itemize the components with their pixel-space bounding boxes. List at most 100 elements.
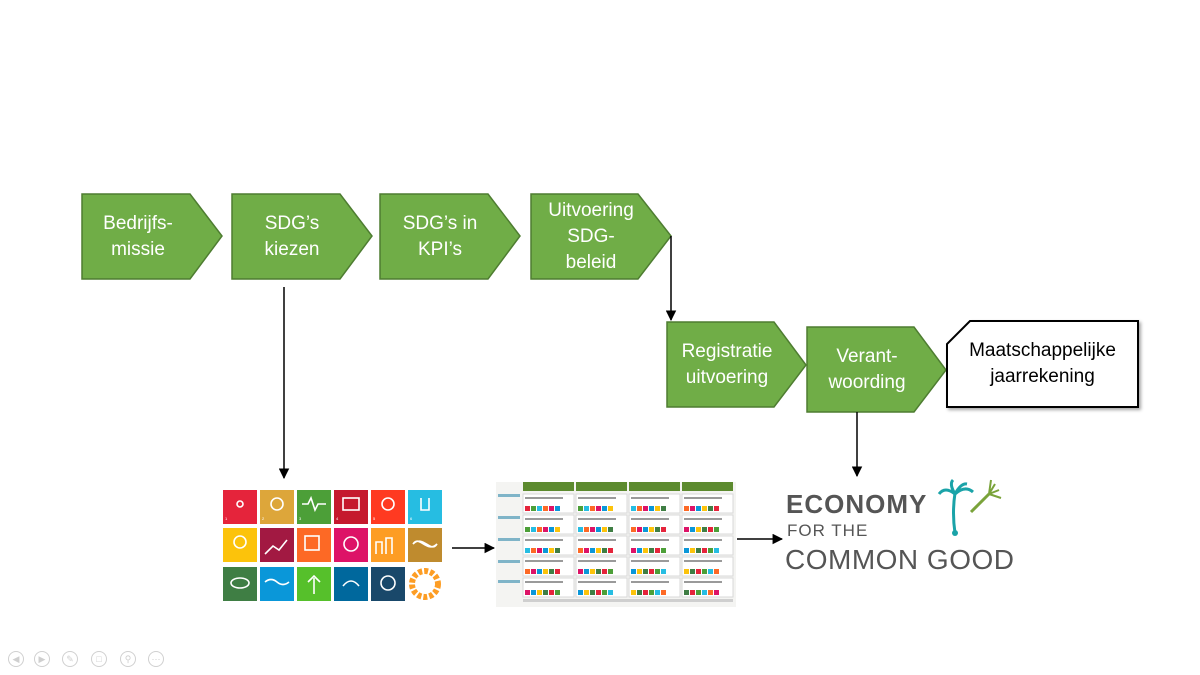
matrix-text-line (578, 497, 616, 499)
matrix-sdg-chip (708, 590, 713, 595)
matrix-sdg-chip (531, 527, 536, 532)
matrix-sdg-chip (608, 590, 613, 595)
matrix-sdg-chip (708, 569, 713, 574)
matrix-sdg-chip (584, 527, 589, 532)
matrix-sdg-chip (584, 548, 589, 553)
matrix-sdg-chip (578, 548, 583, 553)
matrix-sdg-chip (696, 590, 701, 595)
svg-text:2: 2 (262, 516, 265, 521)
palm-icon (937, 478, 974, 536)
matrix-text-line (684, 497, 722, 499)
matrix-sdg-chip (661, 527, 666, 532)
matrix-sdg-chip (578, 506, 583, 511)
step-1-shape (81, 193, 223, 280)
svg-text:4: 4 (336, 516, 339, 521)
matrix-sdg-chip (661, 506, 666, 511)
matrix-cell (628, 493, 681, 514)
step-3-shape (379, 193, 521, 280)
matrix-sdg-chip (590, 527, 595, 532)
matrix-sdg-chip (608, 527, 613, 532)
matrix-cell (681, 535, 734, 556)
prev-icon[interactable]: ◀ (8, 651, 24, 667)
matrix-cell (681, 493, 734, 514)
matrix-sdg-chip (643, 548, 648, 553)
matrix-sdg-chip (596, 569, 601, 574)
matrix-sdg-chip (708, 548, 713, 553)
matrix-sdg-chip (590, 548, 595, 553)
ecg-logo-line3: COMMON GOOD (785, 544, 1015, 575)
matrix-sdg-chip (555, 506, 560, 511)
matrix-text-line (525, 518, 563, 520)
matrix-sdg-chip (637, 548, 642, 553)
matrix-cell (575, 577, 628, 598)
copy-icon[interactable]: □ (91, 651, 107, 667)
matrix-sdg-chip (590, 506, 595, 511)
matrix-sdg-chip (537, 548, 542, 553)
matrix-cell (628, 577, 681, 598)
matrix-sdg-chip (702, 548, 707, 553)
step-6-shape (806, 326, 947, 413)
matrix-sdg-chip (649, 548, 654, 553)
matrix-cell (681, 514, 734, 535)
matrix-sdg-chip (537, 506, 542, 511)
matrix-sdg-chip (549, 506, 554, 511)
matrix-sdg-chip (649, 590, 654, 595)
step-3-label: SDG’s in KPI’s (402, 212, 478, 260)
matrix-sdg-chip (714, 590, 719, 595)
matrix-sdg-chip (643, 569, 648, 574)
matrix-text-line (525, 560, 563, 562)
matrix-text-line (525, 581, 563, 583)
matrix-sdg-chip (637, 569, 642, 574)
matrix-sdg-chip (649, 569, 654, 574)
matrix-sdg-chip (690, 527, 695, 532)
matrix-cell (522, 535, 575, 556)
ecg-logo-line1: ECONOMY (786, 489, 928, 519)
more-icon[interactable]: ⋯ (148, 651, 164, 667)
matrix-text-line (684, 539, 722, 541)
ecg-logo-line2: FOR THE (787, 521, 869, 540)
matrix-text-line (684, 560, 722, 562)
pen-icon[interactable]: ✎ (62, 651, 78, 667)
matrix-text-line (578, 518, 616, 520)
matrix-sdg-chip (655, 548, 660, 553)
next-icon[interactable]: ▶ (34, 651, 50, 667)
zoom-icon[interactable]: ⚲ (120, 651, 136, 667)
matrix-sdg-chip (602, 506, 607, 511)
matrix-sdg-chip (661, 590, 666, 595)
matrix-sdg-chip (608, 548, 613, 553)
step-5-label: Registratie uitvoering (681, 340, 773, 388)
matrix-sdg-chip (531, 590, 536, 595)
matrix-sdg-chip (531, 506, 536, 511)
matrix-sdg-chip (578, 527, 583, 532)
step-6-label: Verant- woording (828, 345, 906, 393)
matrix-sdg-chip (602, 527, 607, 532)
matrix-sdg-chip (643, 527, 648, 532)
matrix-sdg-chip (543, 527, 548, 532)
matrix-sdg-chip (702, 506, 707, 511)
matrix-text-line (684, 518, 722, 520)
matrix-sdg-chip (602, 569, 607, 574)
matrix-sdg-chip (643, 506, 648, 511)
matrix-sdg-chip (684, 527, 689, 532)
step-2-shape (231, 193, 373, 280)
matrix-sdg-chip (608, 569, 613, 574)
matrix-sdg-chip (696, 548, 701, 553)
matrix-sdg-chip (702, 527, 707, 532)
matrix-sdg-chip (578, 590, 583, 595)
matrix-text-line (631, 518, 669, 520)
matrix-sdg-chip (690, 548, 695, 553)
matrix-sdg-chip (531, 569, 536, 574)
matrix-sdg-chip (525, 527, 530, 532)
matrix-cell (628, 556, 681, 577)
matrix-sdg-chip (584, 590, 589, 595)
matrix-sdg-chip (655, 506, 660, 511)
matrix-text-line (631, 539, 669, 541)
step-4-label: Uitvoering SDG- beleid (548, 199, 634, 273)
matrix-sdg-chip (661, 548, 666, 553)
svg-text:3: 3 (299, 516, 302, 521)
matrix-sdg-chip (543, 506, 548, 511)
matrix-text-line (684, 581, 722, 583)
matrix-sdg-chip (690, 590, 695, 595)
